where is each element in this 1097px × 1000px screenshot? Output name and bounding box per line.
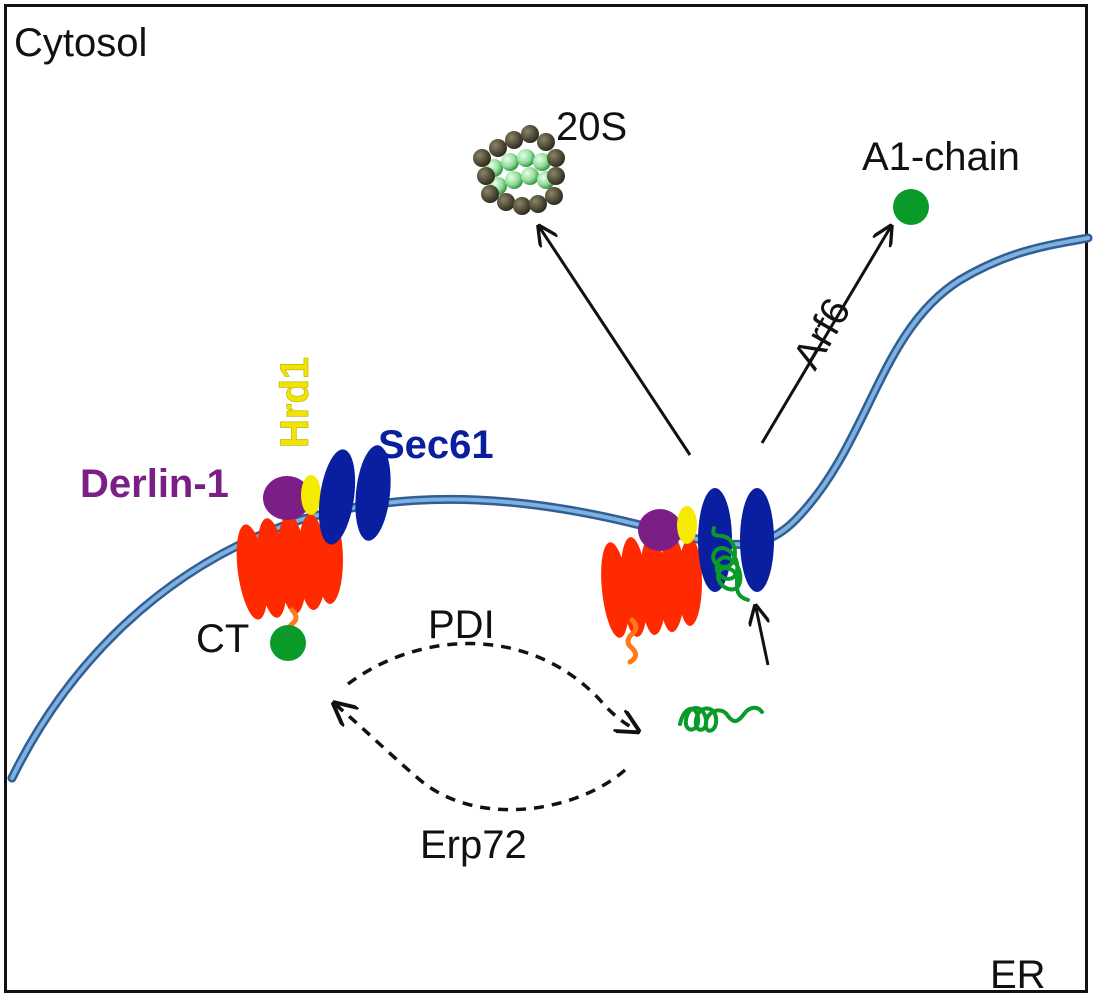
right-sec61-subunit-2: [740, 488, 774, 592]
right-derlin-blob: [638, 509, 682, 551]
a1-chain-ball: [893, 189, 929, 225]
hrd1-label: Hrd1: [273, 357, 317, 448]
arrow-to-proteasome: [540, 228, 692, 456]
erp72-dashed-arrow: [336, 705, 627, 812]
left-sec61-subunit-2: [355, 445, 391, 541]
derlin-label: Derlin-1: [80, 462, 229, 506]
er-label: ER: [990, 953, 1046, 997]
arrow-to-a1-chain: [760, 228, 890, 444]
left-hrd1-blob: [301, 475, 321, 515]
sec61-label: Sec61: [378, 423, 494, 467]
proteasome-back-row: [489, 125, 555, 157]
erp72-label: Erp72: [420, 823, 527, 867]
pore-unfolded-chain: [711, 526, 750, 602]
unfolded-a1-chain: [678, 705, 764, 733]
arf6-label: Arf6: [785, 291, 860, 377]
left-translocon-complex: [236, 445, 391, 661]
a1-chain-label: A1-chain: [862, 135, 1020, 179]
proteasome-label: 20S: [556, 105, 627, 149]
ct-label: CT: [196, 617, 249, 661]
right-orange-tail: [625, 617, 639, 665]
pdi-label: PDI: [428, 603, 495, 647]
proteasome-front-row: [473, 149, 565, 215]
right-red-subunits: [601, 535, 702, 638]
arrow-to-pore: [756, 608, 768, 666]
left-sec61-subunit-1: [318, 449, 356, 545]
cytosol-label: Cytosol: [14, 21, 147, 65]
left-derlin-blob: [263, 476, 311, 520]
pdi-dashed-arrow: [346, 641, 636, 730]
right-translocon-complex: [601, 488, 774, 665]
proteasome-green-rings: [485, 149, 555, 195]
proteasome-20s: [473, 125, 565, 215]
ct-ball: [270, 625, 306, 661]
right-hrd1-blob: [677, 506, 697, 544]
